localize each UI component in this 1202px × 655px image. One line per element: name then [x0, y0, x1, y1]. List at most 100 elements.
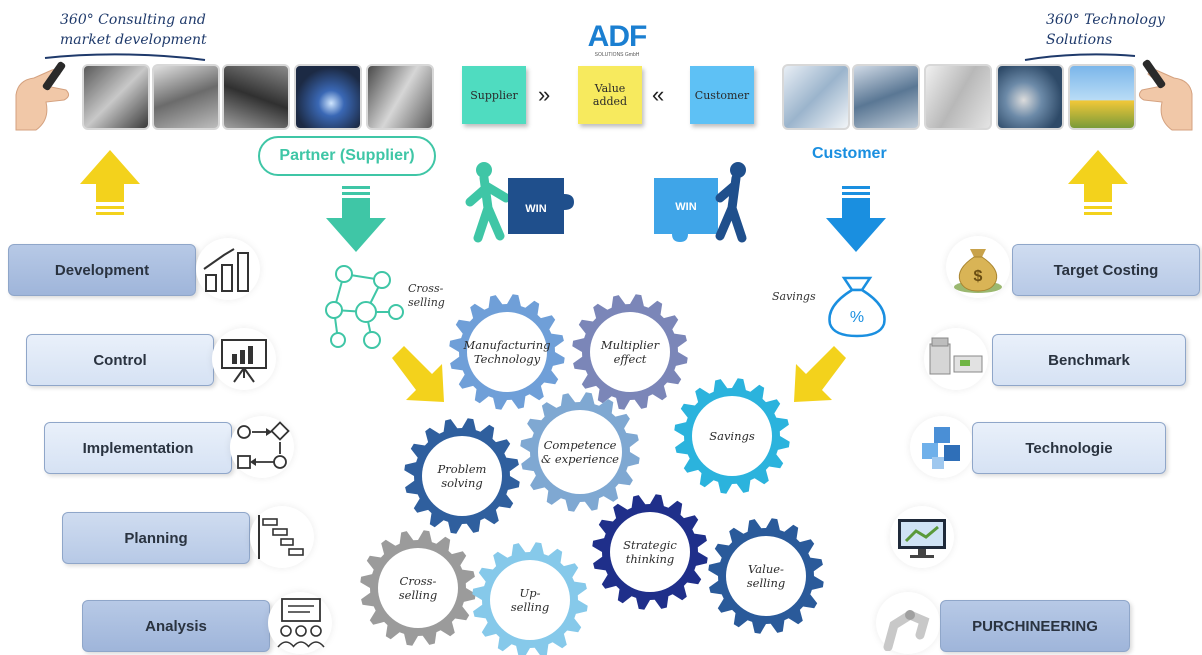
photo-energy: [1068, 64, 1136, 130]
technologie-label: Technologie: [1025, 439, 1113, 457]
cross-selling-note: Cross- selling: [408, 282, 445, 310]
gear-center: [490, 560, 570, 640]
implementation-label: Implementation: [82, 439, 194, 457]
win-puzzle-left: WIN: [465, 162, 574, 243]
adf-logo-text: ADF: [587, 20, 648, 53]
value-added-line1: Value: [594, 82, 626, 95]
photo-turbine: [996, 64, 1064, 130]
gantt-chart-icon: [250, 506, 314, 568]
down-arrow-teal-icon: [326, 186, 386, 252]
gear-center: [692, 396, 772, 476]
target-costing-label: Target Costing: [1053, 261, 1159, 279]
diagonal-arrow-left-icon: [392, 346, 444, 402]
gear-label: Value-: [748, 562, 784, 576]
left-header-note: 360° Consulting and market development: [60, 10, 207, 50]
target-costing-button[interactable]: Target Costing: [1012, 244, 1200, 296]
gear-label: selling: [747, 576, 786, 590]
svg-text:$: $: [974, 268, 983, 285]
control-button[interactable]: Control: [26, 334, 214, 386]
down-arrow-blue-icon: [826, 186, 886, 252]
network-icon: [325, 265, 404, 349]
adf-logo: ADF SOLUTIONS GmbH: [582, 20, 652, 59]
gear-label: Cross-: [400, 574, 437, 588]
photo-industrial-1: [82, 64, 150, 130]
up-arrow-right-icon: [1068, 150, 1128, 215]
gear-label: & experience: [541, 452, 619, 466]
flow-arrow-right-icon: »: [538, 82, 551, 107]
benchmark-label: Benchmark: [1048, 351, 1130, 369]
right-header-note-line2: Solutions: [1046, 32, 1113, 48]
presentation-chart-icon: [212, 328, 276, 390]
gear-label: effect: [614, 352, 647, 366]
gear-label: Technology: [474, 352, 541, 366]
gear-center: [422, 436, 502, 516]
flowchart-icon: [230, 416, 294, 478]
gear-center: [538, 410, 622, 494]
photo-robot: [924, 64, 992, 130]
money-bag-image: $: [946, 236, 1010, 298]
cross-selling-note-line2: selling: [408, 296, 445, 309]
photo-medical: [782, 64, 850, 130]
customer-note: Customer: [690, 66, 754, 124]
photo-lab: [852, 64, 920, 130]
partner-label: Partner (Supplier): [279, 147, 415, 164]
robot-arm-image: [876, 592, 940, 654]
control-label: Control: [93, 351, 147, 369]
gear-label: solving: [441, 476, 482, 490]
gear-label: Competence: [544, 438, 617, 452]
gear-8: Up-selling: [472, 542, 588, 655]
percent-symbol: %: [850, 309, 864, 326]
gear-center: [590, 312, 670, 392]
left-hand-image: [15, 61, 70, 131]
gear-2: Competence& experience: [520, 392, 640, 512]
up-arrow-left-icon: [80, 150, 140, 215]
photo-industrial-2: [152, 64, 220, 130]
right-header-note-line1: 360° Technology: [1046, 12, 1165, 28]
left-header-note-line1: 360° Consulting and: [60, 12, 206, 28]
photo-industrial-3: [222, 64, 290, 130]
money-bag-icon: %: [828, 276, 886, 338]
left-header-note-line2: market development: [60, 32, 207, 48]
cross-selling-note-line1: Cross-: [408, 282, 444, 295]
gears-cluster: ManufacturingTechnologyMultipliereffectC…: [360, 294, 824, 655]
purchineering-button[interactable]: PURCHINEERING: [940, 600, 1130, 652]
implementation-button[interactable]: Implementation: [44, 422, 232, 474]
right-hand-image: [1138, 59, 1193, 131]
gear-6: Value-selling: [708, 518, 824, 634]
savings-note: Savings: [772, 290, 816, 303]
bar-chart-growth-icon: [196, 238, 260, 300]
gear-center: [726, 536, 806, 616]
gear-label: selling: [399, 588, 438, 602]
supplier-note: Supplier: [462, 66, 526, 124]
gear-label: Savings: [709, 429, 755, 443]
gear-label: Manufacturing: [463, 338, 551, 352]
right-underline: [1024, 53, 1136, 61]
gear-center: [467, 312, 547, 392]
adf-logo-subtext: SOLUTIONS GmbH: [594, 52, 640, 58]
planning-button[interactable]: Planning: [62, 512, 250, 564]
analysis-button[interactable]: Analysis: [82, 600, 270, 652]
gear-7: Cross-selling: [360, 530, 476, 646]
gear-3: Savings: [674, 378, 790, 494]
win-puzzle-right: WIN: [654, 162, 747, 243]
diagonal-arrow-right-icon: [794, 346, 846, 402]
gear-label: Up-: [520, 586, 541, 600]
technologie-button[interactable]: Technologie: [972, 422, 1166, 474]
purchineering-label: PURCHINEERING: [972, 617, 1098, 635]
gear-label: Multiplier: [600, 338, 661, 352]
customer-note-label: Customer: [694, 88, 750, 102]
benchmark-button[interactable]: Benchmark: [992, 334, 1186, 386]
development-button[interactable]: Development: [8, 244, 196, 296]
win-right-label: WIN: [675, 201, 696, 213]
gear-center: [378, 548, 458, 628]
left-underline: [44, 53, 206, 61]
development-label: Development: [54, 261, 150, 279]
planning-label: Planning: [124, 529, 188, 547]
right-header-note: 360° Technology Solutions: [1046, 10, 1165, 50]
benchmark-machines-image: [924, 328, 988, 390]
